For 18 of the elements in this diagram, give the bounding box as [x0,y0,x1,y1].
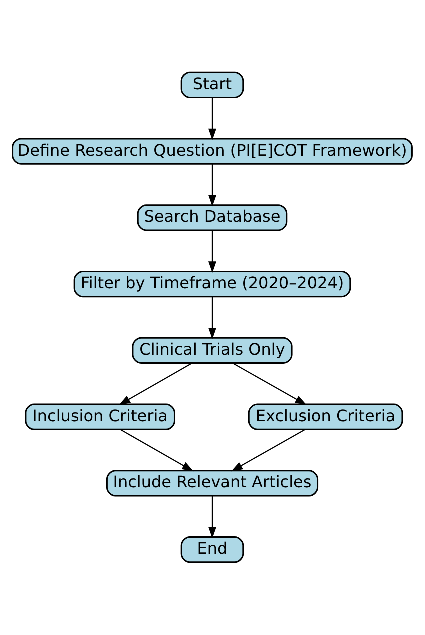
node-box: Inclusion Criteria [25,404,176,430]
arrow [231,429,306,472]
arrow [208,230,217,274]
node-box: Exclusion Criteria [248,404,404,430]
node-box: End [180,536,244,564]
arrow [208,164,217,207]
node-box: Include Relevant Articles [106,470,319,497]
arrow [232,362,307,406]
node-box: Clinical Trials Only [132,337,293,364]
node-box: Filter by Timeframe (2020–2024) [74,270,352,298]
node-box: Search Database [137,204,288,232]
node-box: Define Research Question (PI[E]COT Framework) [12,138,413,165]
arrow [208,496,217,539]
arrow [208,296,217,340]
arrow [119,362,193,406]
node-box: Start [180,72,244,98]
arrow [120,429,194,472]
arrow [208,98,217,140]
